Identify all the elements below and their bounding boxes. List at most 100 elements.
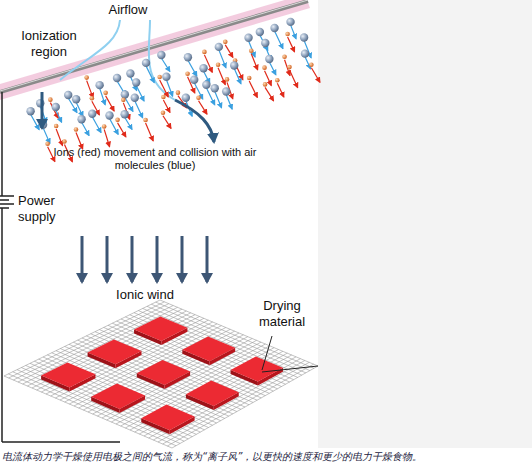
- motion-arrow: [226, 95, 232, 110]
- motion-arrow: [265, 87, 274, 100]
- ion: [282, 54, 287, 59]
- ground-wire: [2, 441, 120, 443]
- air-molecule: [265, 55, 273, 63]
- air-molecule: [88, 110, 96, 118]
- motion-arrow: [163, 116, 171, 129]
- motion-arrow: [291, 25, 297, 39]
- material-piece: [141, 405, 194, 431]
- air-molecule: [52, 103, 60, 111]
- mesh-line: [37, 313, 191, 390]
- air-molecule: [113, 74, 121, 82]
- air-molecule: [182, 94, 190, 102]
- ion: [263, 82, 268, 87]
- ion: [262, 65, 267, 70]
- ion: [157, 75, 162, 80]
- air-molecule: [157, 51, 165, 59]
- ion: [249, 48, 254, 53]
- ionization-halo: [0, 0, 310, 100]
- ion: [103, 91, 108, 96]
- ion: [216, 62, 221, 67]
- ion: [115, 118, 120, 123]
- airflow-arrow: [175, 100, 214, 142]
- airflow-arrow: [41, 92, 44, 128]
- material-piece: [134, 316, 187, 341]
- motion-arrow: [275, 31, 283, 49]
- mesh-line: [167, 364, 313, 446]
- ion: [285, 32, 290, 37]
- air-molecule: [261, 39, 269, 47]
- motion-arrow: [251, 54, 257, 70]
- supply-label: Power supply: [18, 193, 78, 224]
- air-molecule: [95, 81, 103, 89]
- ion: [225, 77, 230, 82]
- air-molecule: [26, 107, 34, 115]
- material-label: Drying material: [246, 298, 318, 329]
- airflow-line: [149, 20, 175, 100]
- motion-arrow: [305, 57, 311, 69]
- battery-symbol: [0, 195, 14, 197]
- drying-material: [41, 316, 283, 434]
- motion-arrow: [234, 68, 241, 83]
- material-piece: [186, 381, 239, 406]
- motion-arrow: [125, 117, 132, 129]
- mesh-line: [13, 372, 180, 444]
- ion: [62, 139, 67, 144]
- motion-arrow: [106, 96, 114, 111]
- ion: [176, 90, 181, 95]
- material-piece: [88, 339, 142, 364]
- air-molecule: [120, 110, 128, 118]
- air-molecule: [222, 87, 230, 95]
- ion: [143, 118, 148, 123]
- motion-arrow: [311, 68, 320, 83]
- wind-arrow: [81, 236, 84, 282]
- air-molecule: [199, 64, 207, 72]
- ion-note: Ions (red) movement and collision with a…: [40, 146, 270, 172]
- wind-arrow: [156, 236, 159, 282]
- air-molecule: [132, 78, 140, 86]
- material-piece: [231, 356, 283, 381]
- air-molecule: [184, 53, 192, 61]
- air-molecule: [230, 61, 238, 69]
- air-molecule: [142, 59, 150, 67]
- ion: [54, 124, 59, 129]
- region-label: Ionization region: [4, 28, 94, 59]
- air-molecule: [72, 95, 80, 103]
- ion: [121, 98, 126, 103]
- ion: [161, 110, 166, 115]
- battery-symbol: [0, 207, 9, 209]
- supply-wire: [1, 208, 3, 442]
- mesh-line: [52, 353, 217, 423]
- motion-arrow: [225, 45, 233, 57]
- air-molecule: [286, 18, 294, 26]
- ion: [196, 95, 201, 100]
- motion-arrow: [87, 81, 93, 98]
- material-piece: [41, 362, 95, 387]
- air-molecule: [215, 43, 223, 51]
- side-panel: [318, 0, 532, 448]
- motion-arrow: [288, 37, 295, 52]
- ionic-wind-arrows: [82, 236, 207, 282]
- material-piece: [91, 384, 145, 409]
- motion-arrow: [161, 58, 169, 71]
- mesh-line: [8, 374, 176, 446]
- airflow-label: Airflow: [98, 2, 158, 18]
- motion-arrow: [269, 62, 276, 75]
- motion-arrow: [118, 123, 126, 137]
- leader-line: [262, 336, 272, 370]
- ion: [102, 124, 107, 129]
- motion-arrow: [218, 68, 225, 85]
- mesh-line: [4, 376, 172, 448]
- air-molecule: [126, 69, 134, 77]
- ion: [309, 62, 314, 67]
- wind-arrow: [206, 236, 209, 282]
- ion: [74, 127, 79, 132]
- wind-arrow: [106, 236, 109, 282]
- motion-arrow: [146, 123, 154, 141]
- air-molecule: [131, 94, 139, 102]
- motion-arrow: [31, 114, 40, 129]
- caption: 电流体动力学干燥使用电极之间的气流，称为“离子风”，以更快的速度和更少的电力干燥…: [2, 451, 530, 463]
- air-molecule: [256, 28, 264, 36]
- air-molecule: [211, 84, 219, 92]
- air-molecule: [301, 49, 309, 57]
